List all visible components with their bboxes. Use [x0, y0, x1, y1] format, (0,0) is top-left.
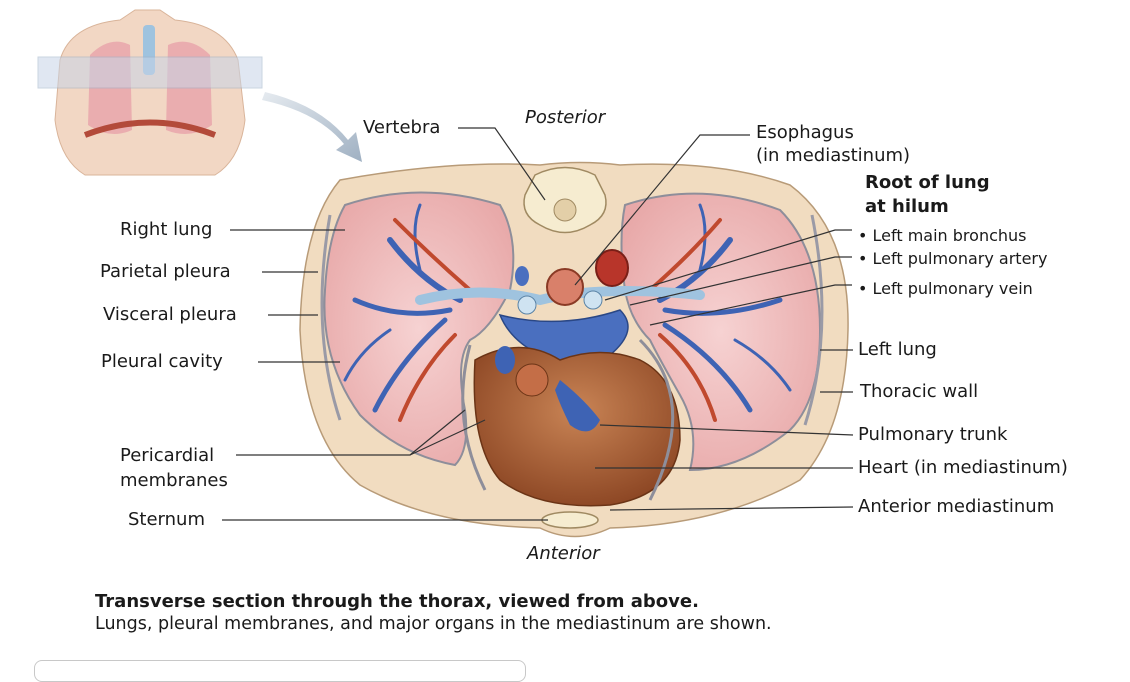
caption-title: Transverse section through the thorax, v…: [95, 591, 699, 612]
bronchi: [415, 286, 705, 306]
root-of-lung-sublabel: at hilum: [865, 196, 949, 217]
parietal-pleura-label: Parietal pleura: [100, 261, 231, 282]
torso-inset-illustration: [37, 9, 362, 176]
sternum-label: Sternum: [128, 509, 205, 530]
pulmonary-trunk-label: Pulmonary trunk: [858, 424, 1008, 445]
pericardial-membranes-label: Pericardial: [120, 445, 215, 466]
heart-label: Heart (in mediastinum): [858, 457, 1068, 478]
right-lung-label: Right lung: [120, 219, 213, 240]
vertebra-label: Vertebra: [363, 117, 441, 138]
root-of-lung-label: Root of lung: [865, 172, 990, 193]
pleural-cavity-label: Pleural cavity: [101, 351, 223, 372]
anterior-mediastinum-label: Anterior mediastinum: [858, 496, 1055, 517]
sternum-shape: [541, 511, 599, 529]
esophagus-shape: [546, 268, 584, 306]
azygos-shape: [515, 266, 529, 286]
left-pulmonary-artery-label: • Left pulmonary artery: [858, 249, 1048, 268]
left-pulmonary-vein-label: • Left pulmonary vein: [858, 279, 1033, 298]
view-arrow: [262, 92, 362, 162]
anterior-label: Anterior: [527, 543, 600, 564]
left-main-bronchus-label: • Left main bronchus: [858, 226, 1027, 245]
inset-diaphragm: [83, 119, 217, 138]
answer-input-box[interactable]: [34, 660, 526, 682]
esophagus-label: Esophagus: [756, 122, 854, 143]
left-lung-shape: [620, 192, 822, 472]
caption-subtitle: Lungs, pleural membranes, and major orga…: [95, 614, 772, 634]
right-bronchus-cut: [517, 295, 537, 315]
pericardial-membranes-sublabel: membranes: [120, 470, 228, 491]
esophagus-sublabel: (in mediastinum): [756, 145, 911, 166]
leader-lines: [222, 127, 854, 521]
visceral-pleura-label: Visceral pleura: [103, 304, 237, 325]
vertebra-shape: [523, 166, 607, 234]
aorta-shape: [595, 249, 629, 287]
pericardium-outer-left: [638, 338, 675, 501]
pericardium-outer: [461, 344, 487, 491]
posterior-label: Posterior: [525, 107, 606, 128]
heart-shape: [473, 346, 681, 507]
parietal-pleura-line: [320, 214, 342, 421]
left-lung-label: Left lung: [858, 339, 937, 360]
section-plane: [37, 56, 263, 89]
pulmonary-arteries: [393, 218, 722, 422]
left-parietal-pleura-line: [803, 214, 824, 426]
left-bronchus-cut: [583, 290, 603, 310]
thoracic-wall-label: Thoracic wall: [860, 381, 979, 402]
